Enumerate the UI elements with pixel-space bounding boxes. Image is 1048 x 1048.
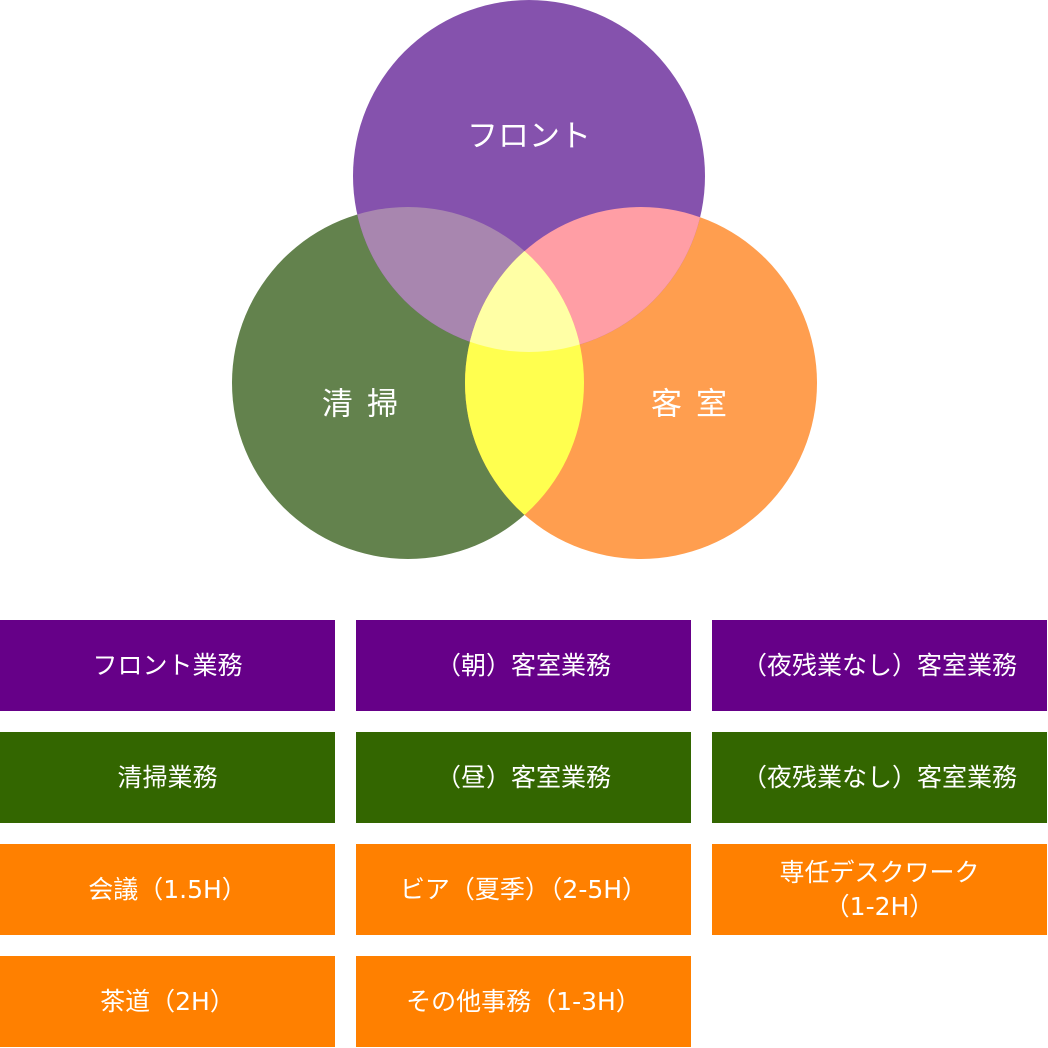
task-evening-room-work-front: （夜残業なし）客室業務 bbox=[712, 620, 1047, 711]
task-tea-ceremony: 茶道（2H） bbox=[0, 956, 335, 1047]
task-cleaning-work: 清掃業務 bbox=[0, 732, 335, 823]
venn-diagram: フロント 清掃 客室 bbox=[232, 0, 817, 559]
task-daytime-room-work: （昼）客室業務 bbox=[356, 732, 691, 823]
circle-label-front: フロント bbox=[467, 119, 591, 155]
overlap-front-cleaning bbox=[353, 207, 584, 352]
task-morning-room-work: （朝）客室業務 bbox=[356, 620, 691, 711]
task-front-work: フロント業務 bbox=[0, 620, 335, 711]
task-other-office-work: その他事務（1-3H） bbox=[356, 956, 691, 1047]
task-beer-summer: ビア（夏季）（2-5H） bbox=[356, 844, 691, 935]
task-evening-room-work-cleaning: （夜残業なし）客室業務 bbox=[712, 732, 1047, 823]
task-dedicated-deskwork: 専任デスクワーク （1-2H） bbox=[712, 844, 1047, 935]
overlap-center bbox=[465, 207, 584, 352]
task-meeting: 会議（1.5H） bbox=[0, 844, 335, 935]
circle-label-cleaning: 清掃 bbox=[322, 387, 412, 423]
circle-label-room: 客室 bbox=[651, 387, 741, 423]
overlap-front-room bbox=[465, 207, 705, 352]
